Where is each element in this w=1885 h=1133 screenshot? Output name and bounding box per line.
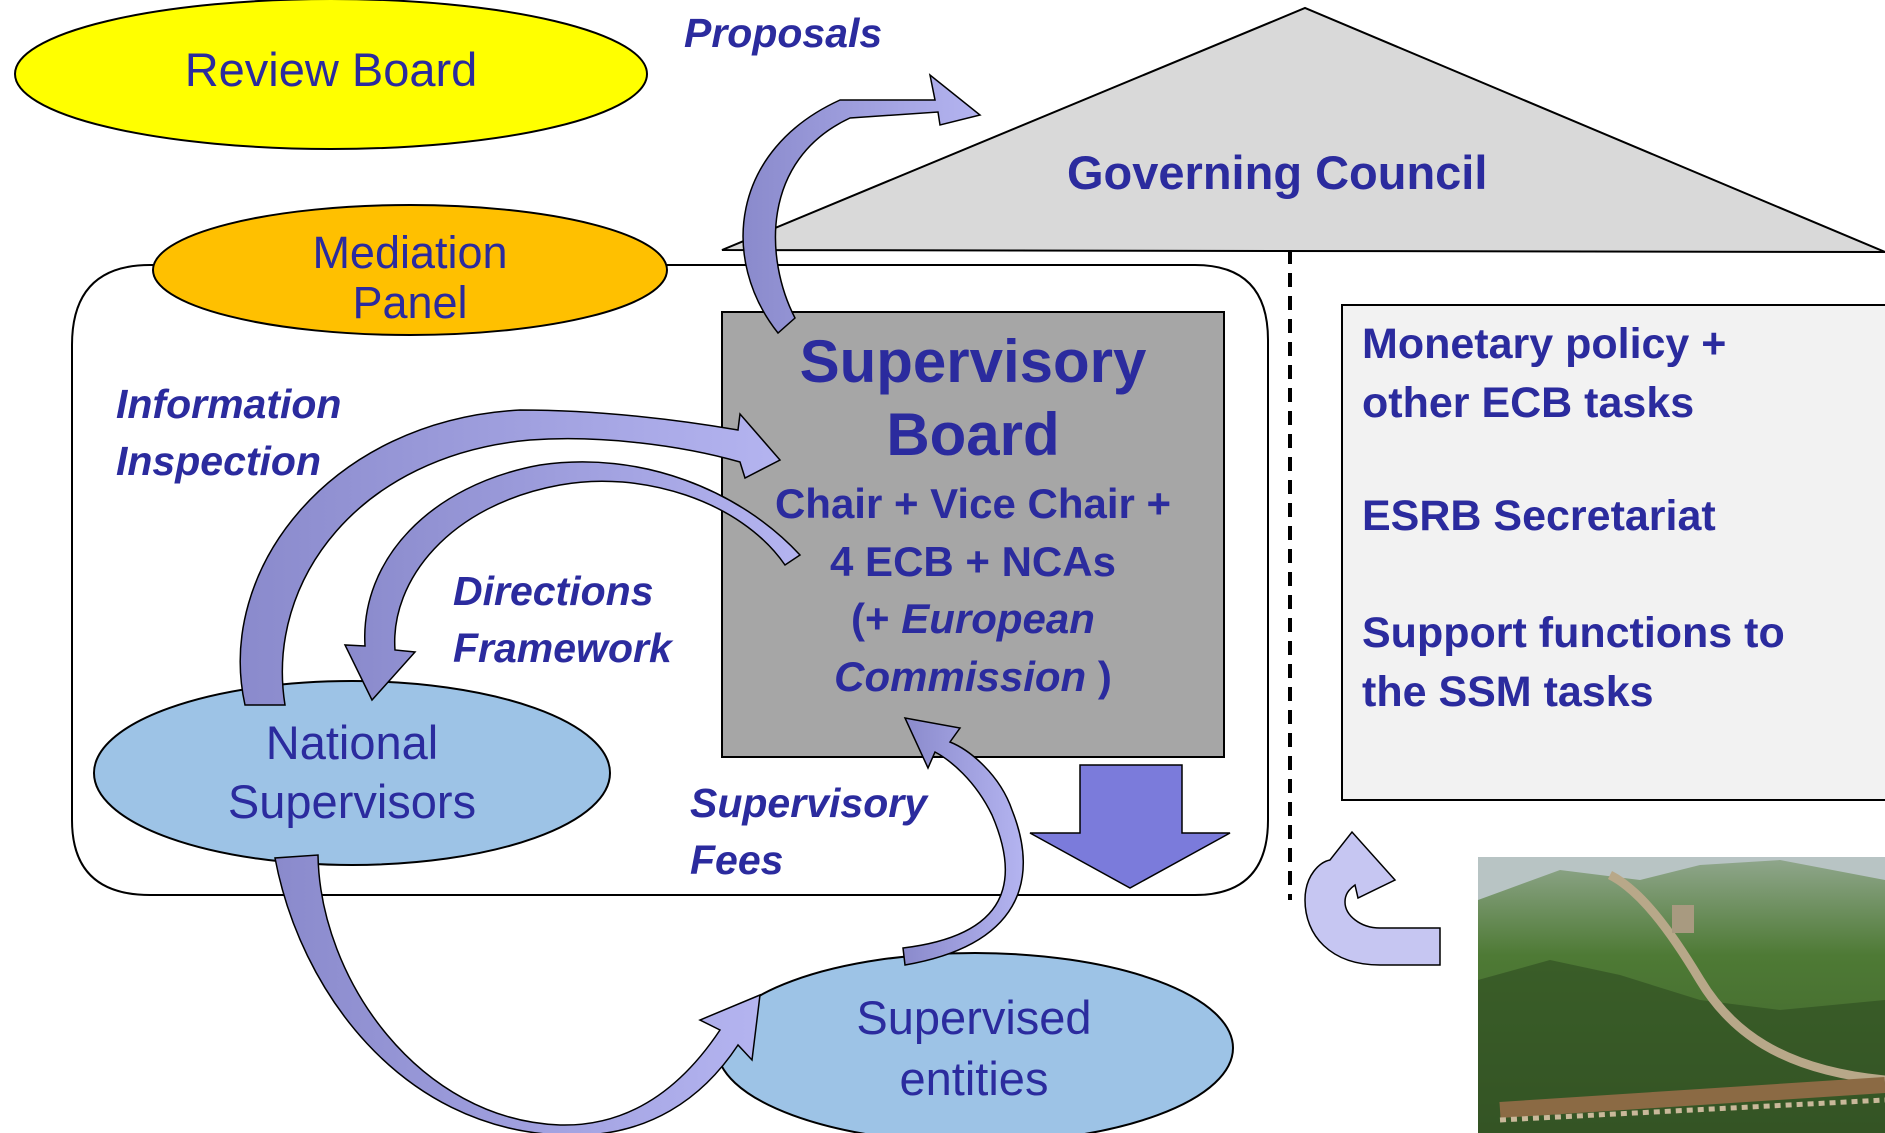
information-inspection-label: Information Inspection [116, 381, 342, 485]
governing-council-roof [721, 6, 1885, 253]
great-wall-photo [1478, 857, 1885, 1133]
governing-council-label: Governing Council [1067, 146, 1488, 199]
fees-arrow [902, 717, 1024, 966]
u-turn-arrow [1304, 830, 1441, 966]
ecb-tasks-box [1341, 304, 1885, 801]
review-board-ellipse [14, 0, 648, 150]
information-arrow [239, 409, 782, 706]
down-arrow [1029, 764, 1231, 889]
national-supervisors-ellipse [93, 680, 611, 866]
supervised-entities-label: Supervised entities [856, 991, 1092, 1106]
national-supervisors-label: National Supervisors [227, 716, 477, 828]
ecb-tasks-esrb: ESRB Secretariat [1362, 492, 1716, 540]
proposals-label: Proposals [684, 10, 883, 56]
proposals-arrow [742, 73, 982, 335]
supervision-arrow [274, 854, 761, 1133]
supervisory-board-box [721, 311, 1225, 758]
ssm-container [71, 264, 1269, 896]
supervisory-board-title: Supervisory Board [799, 328, 1147, 469]
mediation-panel-label: Mediation Panel [312, 227, 508, 329]
supervisory-fees-label: Supervisory Fees [690, 780, 927, 884]
ecb-tasks-support: Support functions to the SSM tasks [1362, 609, 1785, 717]
directions-arrow [343, 461, 802, 702]
directions-framework-label: Directions Framework [453, 568, 672, 672]
supervisory-board-members: Chair + Vice Chair + 4 ECB + NCAs (+ Eur… [774, 480, 1172, 700]
ecb-tasks-monetary: Monetary policy + other ECB tasks [1362, 320, 1727, 428]
mediation-panel-ellipse [152, 204, 668, 336]
review-board-label: Review Board [184, 43, 478, 96]
